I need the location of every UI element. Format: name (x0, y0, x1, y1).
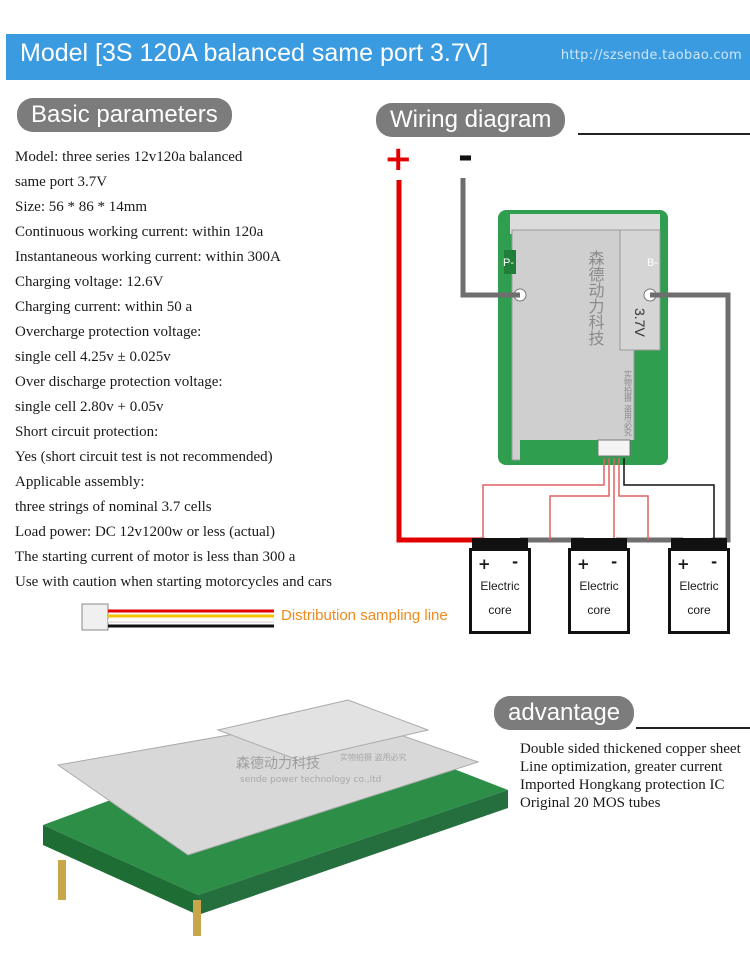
heading-rule (578, 133, 750, 135)
parameter-list: Model: three series 12v120a balanced sam… (15, 145, 385, 595)
advantage-item: Original 20 MOS tubes (520, 795, 661, 811)
board-voltage-print: 3.7V (632, 308, 648, 337)
cell-body: + - Electric core (668, 548, 730, 634)
cell-label: Electric (679, 579, 719, 593)
cell-plus: + (577, 555, 590, 573)
board-label-right: B- (647, 257, 658, 269)
distribution-sampling-label: Distribution sampling line (281, 607, 448, 624)
board-top-plate (510, 214, 660, 234)
photo-pcb-side (43, 825, 198, 915)
param-line: Short circuit protection: (15, 424, 159, 440)
advantage-item: Line optimization, greater current (520, 759, 723, 775)
cell-body: + - Electric core (568, 548, 630, 634)
wiring-diagram-heading: Wiring diagram (376, 103, 566, 137)
positive-sign: + (384, 140, 413, 179)
cell-label: core (687, 603, 711, 617)
param-line: Charging current: within 50 a (15, 299, 193, 315)
cell-cap (671, 538, 727, 548)
balance-connector (597, 439, 631, 457)
cell-body: + - Electric core (469, 548, 531, 634)
negative-sign: - (458, 140, 473, 177)
pcb-edge-left (504, 250, 516, 274)
cell-label: Electric (579, 579, 619, 593)
photo-pin (193, 900, 201, 936)
sampling-cable-image (81, 603, 274, 631)
photo-pin (58, 860, 66, 900)
cell-plus: + (677, 555, 690, 573)
sampling-wire-4 (618, 458, 649, 540)
photo-plate-top (216, 699, 430, 761)
board-label-left: P- (503, 257, 514, 269)
photo-note-print: 实物拍摄 盗用必究 (340, 752, 407, 762)
cell-minus: - (611, 553, 618, 571)
cable-connector (81, 603, 109, 631)
param-line: Yes (short circuit test is not recommend… (15, 449, 273, 465)
cell-label: core (587, 603, 611, 617)
param-line: Overcharge protection voltage: (15, 324, 202, 340)
sampling-wire-5 (623, 458, 715, 540)
param-line: Instantaneous working current: within 30… (15, 249, 281, 265)
positive-wire (396, 180, 485, 548)
cell-cap (472, 538, 528, 548)
shop-url-watermark: http://szsende.taobao.com (560, 48, 742, 63)
param-line: single cell 4.25v ± 0.025v (15, 349, 171, 365)
param-line: Over discharge protection voltage: (15, 374, 223, 390)
param-line: Charging voltage: 12.6V (15, 274, 164, 290)
param-line: same port 3.7V (15, 174, 108, 190)
param-line: Continuous working current: within 120a (15, 224, 264, 240)
photo-pcb-side (198, 790, 508, 915)
advantage-heading: advantage (494, 696, 635, 730)
cell-minus: - (512, 553, 519, 571)
header-bar: Model [3S 120A balanced same port 3.7V] … (6, 34, 750, 80)
photo-brand-print: 森德动力科技 (236, 756, 320, 772)
cell-plus: + (478, 555, 491, 573)
basic-parameters-heading: Basic parameters (17, 98, 232, 132)
aluminium-plate (511, 229, 635, 461)
param-line: Load power: DC 12v1200w or less (actual) (15, 524, 275, 540)
param-line: Size: 56 * 86 * 14mm (15, 199, 148, 215)
board-note-print: 实物拍摄 盗用必究 (624, 369, 633, 438)
advantage-item: Imported Hongkang protection IC (520, 777, 725, 793)
cell-cap (571, 538, 627, 548)
cell-minus: - (711, 553, 718, 571)
photo-brand-en-print: sende power technology co.,ltd (240, 775, 381, 785)
page-title: Model [3S 120A balanced same port 3.7V] (20, 39, 489, 67)
param-line: Applicable assembly: (15, 474, 145, 490)
cell-label: core (488, 603, 512, 617)
wiring-diagram: P- B- 森德动力科技 实物拍摄 盗用必究 3.7V + - (384, 140, 731, 548)
advantage-list: Double sided thickened copper sheet Line… (520, 742, 748, 814)
sampling-wire-1 (482, 458, 605, 545)
board-photo: 森德动力科技 sende power technology co.,ltd 实物… (43, 699, 508, 936)
param-line: Use with caution when starting motorcycl… (15, 574, 332, 590)
param-line: Model: three series 12v120a balanced (15, 149, 243, 165)
cell-label: Electric (480, 579, 520, 593)
negative-wire (460, 178, 520, 298)
param-line: single cell 2.80v + 0.05v (15, 399, 164, 415)
param-line: three strings of nominal 3.7 cells (15, 499, 212, 515)
advantage-item: Double sided thickened copper sheet (520, 741, 741, 757)
bms-board: P- B- 森德动力科技 实物拍摄 盗用必究 3.7V (498, 210, 668, 465)
heading-rule (636, 727, 750, 729)
param-line: The starting current of motor is less th… (15, 549, 296, 565)
board-brand-print: 森德动力科技 (586, 250, 605, 347)
sampling-wire-2 (549, 458, 610, 540)
